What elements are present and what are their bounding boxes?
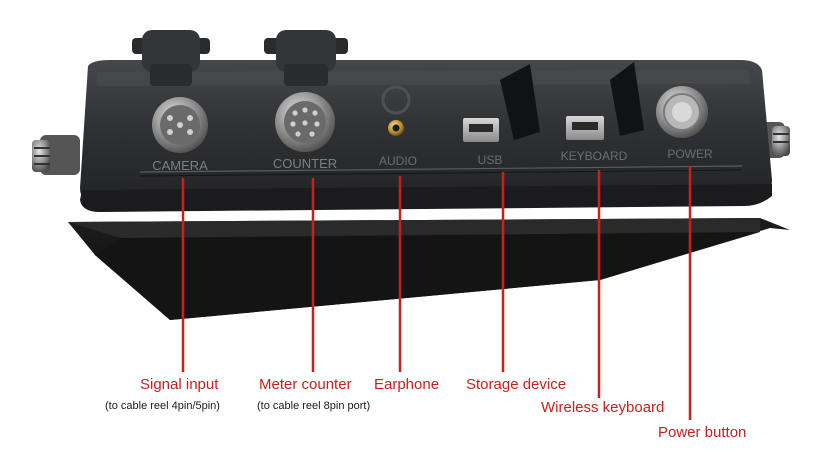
callout-signal-input: Signal input bbox=[140, 376, 219, 393]
callout-signal-input-note: (to cable reel 4pin/5pin) bbox=[105, 400, 220, 412]
usb-port-label: USB bbox=[478, 153, 503, 167]
power-port-label: POWER bbox=[667, 147, 713, 161]
power-button: POWER bbox=[656, 86, 713, 161]
callout-storage-device: Storage device bbox=[466, 376, 567, 393]
left-screw-fitting bbox=[32, 135, 80, 175]
camera-port-label: CAMERA bbox=[152, 158, 208, 173]
callout-wireless-keyboard: Wireless keyboard bbox=[541, 399, 665, 416]
device-lid bbox=[68, 218, 790, 320]
callout-lines bbox=[181, 166, 692, 420]
callout-meter-counter-note: (to cable reel 8pin port) bbox=[257, 400, 371, 412]
usb-port: USB bbox=[463, 64, 540, 167]
callout-meter-counter: Meter counter bbox=[259, 376, 352, 393]
audio-port-label: AUDIO bbox=[379, 154, 417, 168]
keyboard-port: KEYBOARD bbox=[561, 62, 644, 163]
callout-earphone: Earphone bbox=[374, 376, 440, 393]
counter-port-label: COUNTER bbox=[273, 156, 337, 171]
callout-power-button: Power button bbox=[658, 424, 747, 441]
audio-port: AUDIO bbox=[379, 85, 417, 168]
camera-port: CAMERA bbox=[132, 30, 210, 173]
keyboard-port-label: KEYBOARD bbox=[561, 149, 628, 163]
counter-port: COUNTER bbox=[264, 30, 348, 171]
